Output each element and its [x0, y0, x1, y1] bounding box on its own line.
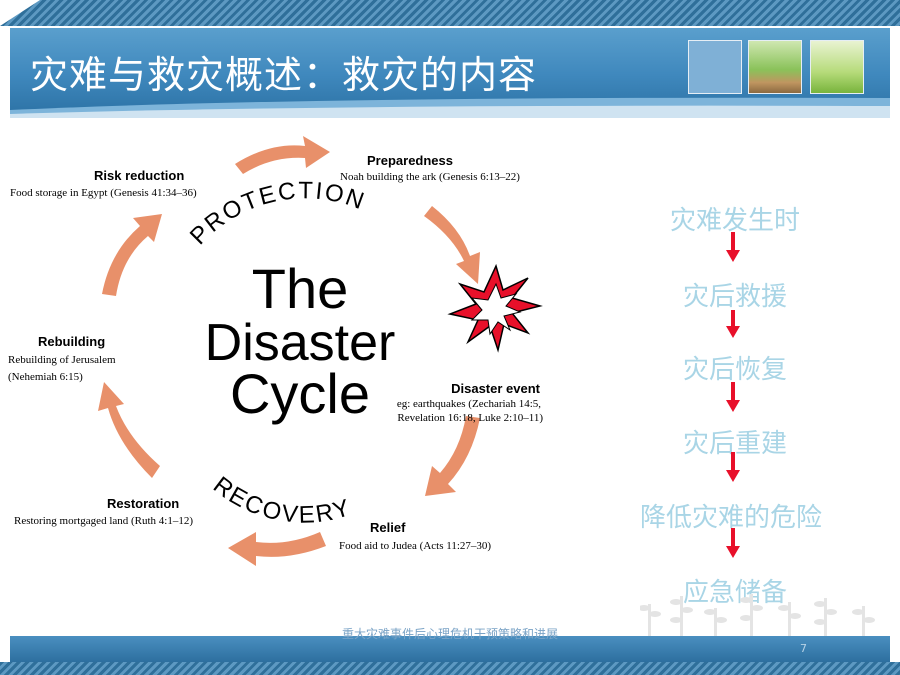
cycle-arrow-upper-left: [102, 214, 162, 296]
bottom-decorative-stripe: [0, 662, 900, 675]
node-disaster-event-text-2: Revelation 16:18, Luke 2:10–11): [397, 412, 543, 424]
cycle-arrow-bottom: [228, 532, 326, 566]
flow-step-3: 灾后恢复: [682, 355, 787, 385]
disaster-starburst-icon: [447, 263, 543, 353]
node-restoration-heading: Restoration: [107, 496, 179, 511]
flow-arrow-5: [731, 528, 735, 548]
flow-step-4: 灾后重建: [682, 429, 787, 459]
decorative-plants: [640, 594, 875, 640]
center-title-line-3: Cycle: [230, 362, 370, 425]
page-title: 灾难与救灾概述：救灾的内容: [30, 53, 538, 97]
disaster-cycle-diagram: PROTECTION RECOVERY The Disaster Cycle P…: [8, 136, 543, 566]
node-rebuilding-text-1: Rebuilding of Jerusalem: [8, 354, 116, 366]
cycle-arrow-top: [235, 136, 330, 174]
flow-arrow-3: [731, 382, 735, 402]
node-preparedness-text: Noah building the ark (Genesis 6:13–22): [340, 171, 520, 183]
flow-arrow-4: [731, 452, 735, 472]
node-rebuilding-text-2: (Nehemiah 6:15): [8, 371, 83, 383]
cycle-arrow-lower-right: [425, 416, 480, 496]
flow-arrowhead-1: [726, 250, 740, 262]
node-disaster-event-text-1: eg: earthquakes (Zechariah 14:5,: [397, 398, 541, 410]
cycle-arrows: [98, 136, 480, 566]
flow-arrowhead-4: [726, 470, 740, 482]
node-rebuilding-heading: Rebuilding: [38, 334, 105, 349]
decor-square-sprout-image: [748, 40, 802, 94]
flow-step-1: 灾难发生时: [669, 206, 800, 236]
arc-label-recovery: RECOVERY: [208, 472, 355, 529]
cycle-arrow-upper-right: [424, 206, 480, 284]
page-number: 7: [800, 642, 807, 655]
cycle-arrow-lower-left: [98, 382, 160, 478]
flow-step-5: 降低灾难的危险: [639, 503, 822, 533]
node-relief-heading: Relief: [370, 520, 406, 535]
flow-arrow-1: [731, 232, 735, 252]
footer-bar: [10, 636, 890, 662]
node-preparedness-heading: Preparedness: [367, 153, 453, 168]
flow-step-2: 灾后救援: [682, 282, 787, 312]
banner-wave: [10, 97, 890, 118]
flow-arrowhead-2: [726, 326, 740, 338]
node-risk-reduction-heading: Risk reduction: [94, 168, 184, 183]
node-risk-reduction-text: Food storage in Egypt (Genesis 41:34–36): [10, 187, 197, 199]
flow-step-6: 应急储备: [682, 578, 787, 608]
node-disaster-event-heading: Disaster event: [451, 381, 541, 396]
center-title-line-1: The: [252, 257, 349, 320]
decor-square-blue: [688, 40, 742, 94]
flow-arrowhead-5: [726, 546, 740, 558]
arc-label-protection: PROTECTION: [185, 177, 369, 250]
flow-arrowhead-3: [726, 400, 740, 412]
footer-text: 重大灾难事件后心理危机干预策略和进展: [341, 627, 558, 641]
decor-square-leaf-image: [810, 40, 864, 94]
node-relief-text: Food aid to Judea (Acts 11:27–30): [339, 540, 491, 552]
flow-arrow-2: [731, 310, 735, 328]
center-title-line-2: Disaster: [205, 314, 396, 372]
node-restoration-text: Restoring mortgaged land (Ruth 4:1–12): [14, 515, 193, 527]
top-decorative-stripe: [0, 0, 900, 26]
